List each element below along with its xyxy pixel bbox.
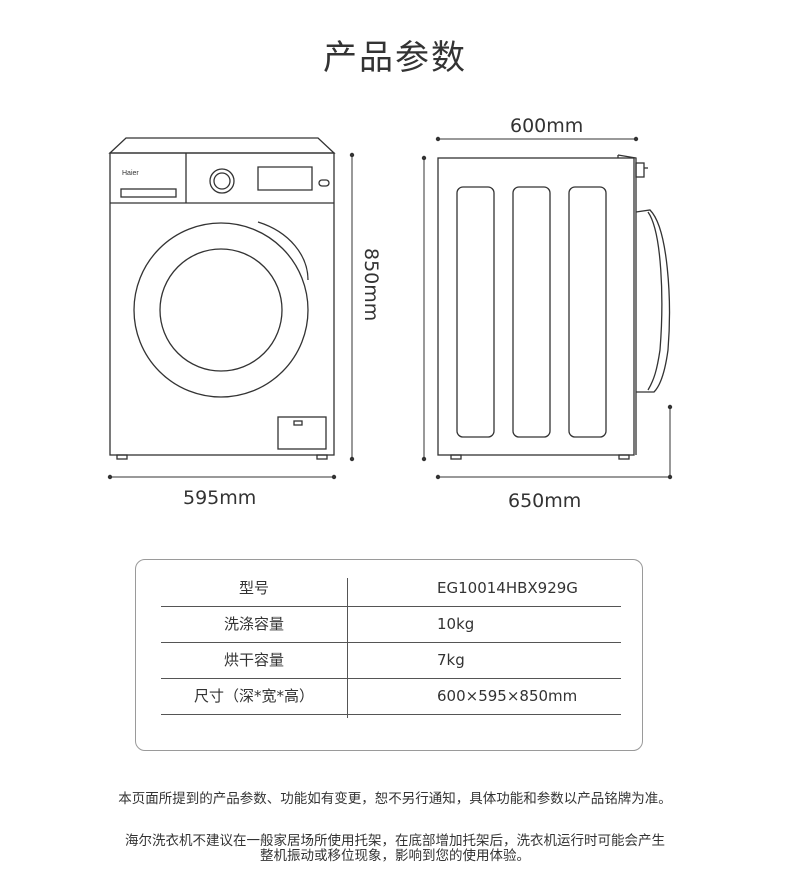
table-column-divider — [347, 578, 348, 718]
height-label: 850mm — [360, 248, 382, 322]
side-depth-label: 650mm — [508, 490, 582, 512]
bracket-warning-line2: 整机振动或移位现象，影响到您的使用体验。 — [260, 848, 530, 864]
dimension-dots — [107, 136, 673, 480]
spec-value: 7kg — [437, 651, 465, 669]
table-row: 烘干容量 7kg — [161, 642, 621, 679]
washer-line-drawing: Haier — [107, 136, 673, 480]
brand-logo-text: Haier — [122, 170, 139, 177]
front-width-label: 595mm — [183, 487, 257, 509]
front-view — [108, 137, 336, 460]
spec-value: EG10014HBX929G — [437, 579, 578, 597]
dimension-lines — [110, 138, 671, 478]
spec-label: 型号 — [238, 579, 269, 597]
spec-value: 10kg — [437, 615, 475, 633]
bracket-warning-line1: 海尔洗衣机不建议在一般家居场所使用托架，在底部增加托架后，洗衣机运行时可能会产生 — [125, 833, 665, 849]
spec-table: 型号 EG10014HBX929G 洗涤容量 10kg 烘干容量 7kg 尺寸（… — [135, 559, 643, 751]
page-title: 产品参数 — [323, 38, 467, 78]
spec-label: 洗涤容量 — [223, 615, 284, 633]
side-width-label: 600mm — [510, 115, 584, 137]
disclaimer-note: 本页面所提到的产品参数、功能如有变更，恕不另行通知，具体功能和参数以产品铭牌为准… — [118, 791, 672, 807]
table-row: 尺寸（深*宽*高） 600×595×850mm — [161, 678, 621, 715]
side-view — [437, 154, 671, 460]
table-row: 洗涤容量 10kg — [161, 606, 621, 643]
spec-label: 尺寸（深*宽*高） — [193, 687, 314, 705]
spec-label: 烘干容量 — [223, 651, 284, 669]
table-row: 型号 EG10014HBX929G — [161, 570, 621, 607]
spec-value: 600×595×850mm — [437, 687, 578, 705]
